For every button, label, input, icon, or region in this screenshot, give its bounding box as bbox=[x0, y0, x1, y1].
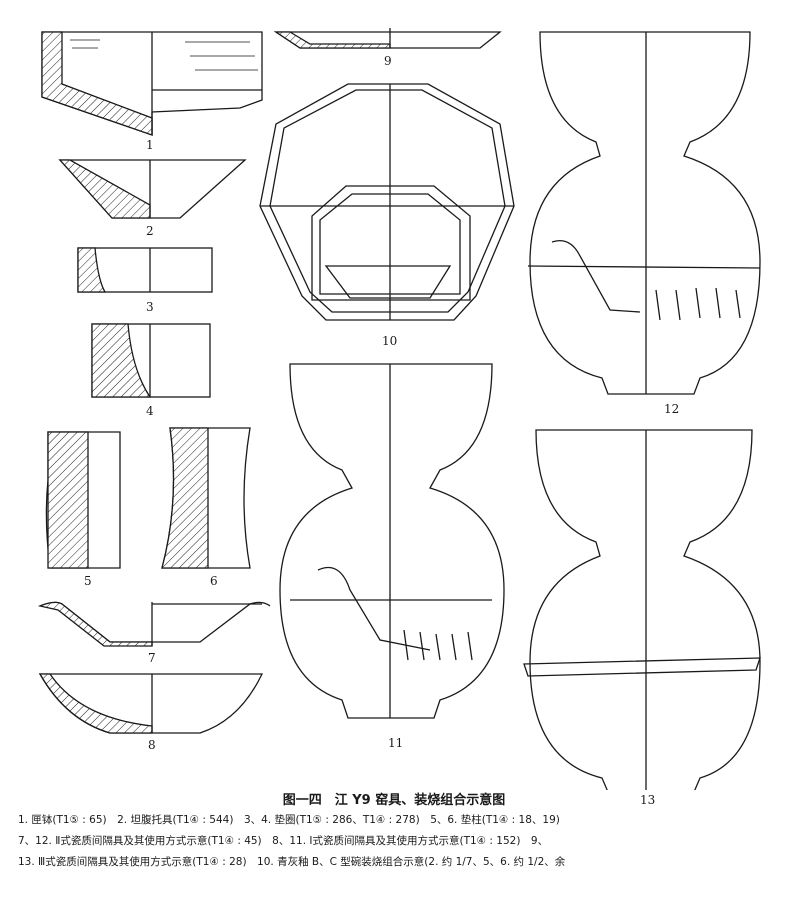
caption-line-1: 1. 匣钵(T1⑤ : 65) 2. 坦腹托具(T1④ : 544) 3、4. … bbox=[18, 814, 560, 826]
drawing-12-stacking bbox=[527, 31, 761, 395]
caption-line-3: 13. Ⅲ式瓷质间隔具及其使用方式示意(T1④ : 28) 10. 青灰釉 B、… bbox=[18, 856, 566, 868]
label-2: 2 bbox=[146, 224, 154, 238]
drawing-4-ring bbox=[91, 323, 211, 398]
label-8: 8 bbox=[148, 738, 156, 752]
label-13: 13 bbox=[640, 793, 656, 807]
drawing-5-column bbox=[45, 431, 121, 569]
label-1: 1 bbox=[146, 138, 154, 152]
label-3: 3 bbox=[146, 300, 154, 314]
drawing-1-saggar bbox=[41, 31, 263, 136]
drawing-3-ring bbox=[77, 247, 213, 293]
label-9: 9 bbox=[384, 54, 392, 68]
drawing-2-support bbox=[58, 159, 247, 219]
drawing-10-stacking bbox=[259, 83, 515, 321]
drawing-11-stacking bbox=[279, 363, 505, 719]
caption-line-2: 7、12. Ⅱ式瓷质间隔具及其使用方式示意(T1④ : 45) 8、11. Ⅰ式… bbox=[18, 835, 549, 847]
drawing-7-spacer bbox=[37, 601, 271, 647]
label-7: 7 bbox=[148, 651, 156, 665]
drawing-6-column bbox=[161, 427, 251, 569]
drawing-9-spacer bbox=[273, 28, 502, 49]
drawing-8-spacer bbox=[38, 673, 264, 734]
label-10: 10 bbox=[382, 334, 398, 348]
drawing-13-stacking bbox=[523, 429, 761, 790]
label-6: 6 bbox=[210, 574, 218, 588]
figure-caption-title: 图一四 江 Y9 窑具、装烧组合示意图 bbox=[282, 793, 506, 808]
label-11: 11 bbox=[388, 736, 404, 750]
archaeological-drawing bbox=[37, 28, 761, 790]
label-5: 5 bbox=[84, 574, 92, 588]
label-4: 4 bbox=[146, 404, 154, 418]
label-12: 12 bbox=[664, 402, 680, 416]
